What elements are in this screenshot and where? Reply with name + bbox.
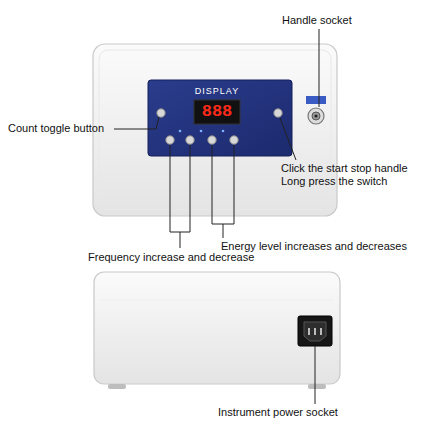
start-button (274, 109, 282, 117)
front-housing (93, 44, 337, 216)
indicator-dot (200, 130, 203, 133)
housing (94, 272, 340, 384)
socket-inlet (304, 322, 326, 341)
panel-title: DISPLAY (194, 85, 240, 98)
socket-pin (320, 328, 322, 335)
side-housing (94, 272, 340, 389)
socket-pin (314, 328, 316, 335)
housing (93, 44, 337, 216)
display-digits: 888 (194, 101, 240, 123)
freq-down-button (166, 136, 174, 144)
callout-label: Handle socket (282, 14, 402, 27)
callout-label: Count toggle button (8, 122, 114, 135)
count-button (157, 109, 165, 117)
foot (308, 384, 326, 389)
callout-label: Frequency increase and decrease (88, 251, 278, 264)
callout-label: Energy level increases and decreases (221, 240, 426, 253)
leader-line (114, 117, 159, 129)
socket-core (312, 112, 320, 120)
power-socket (298, 316, 332, 346)
callout-label: Instrument power socket (218, 406, 418, 419)
energy-down-button (208, 136, 216, 144)
leader-line (315, 346, 316, 404)
control-panel (148, 80, 292, 156)
handle-socket (308, 108, 324, 124)
leader-line (319, 29, 320, 107)
leader-line (280, 118, 296, 160)
freq-up-button (186, 136, 194, 144)
indicator-dot (179, 130, 182, 133)
foot (108, 384, 126, 389)
socket-tag (306, 96, 326, 104)
socket-pin (308, 328, 310, 335)
leader-dot (314, 114, 317, 117)
leader-lines (114, 29, 319, 248)
bracket (212, 145, 234, 238)
led-display (194, 100, 240, 124)
bracket (170, 145, 190, 248)
housing-seam (100, 300, 334, 301)
indicator-dot (222, 130, 225, 133)
energy-up-button (230, 136, 238, 144)
callout-label: Click the start stop handle Long press t… (281, 162, 426, 188)
